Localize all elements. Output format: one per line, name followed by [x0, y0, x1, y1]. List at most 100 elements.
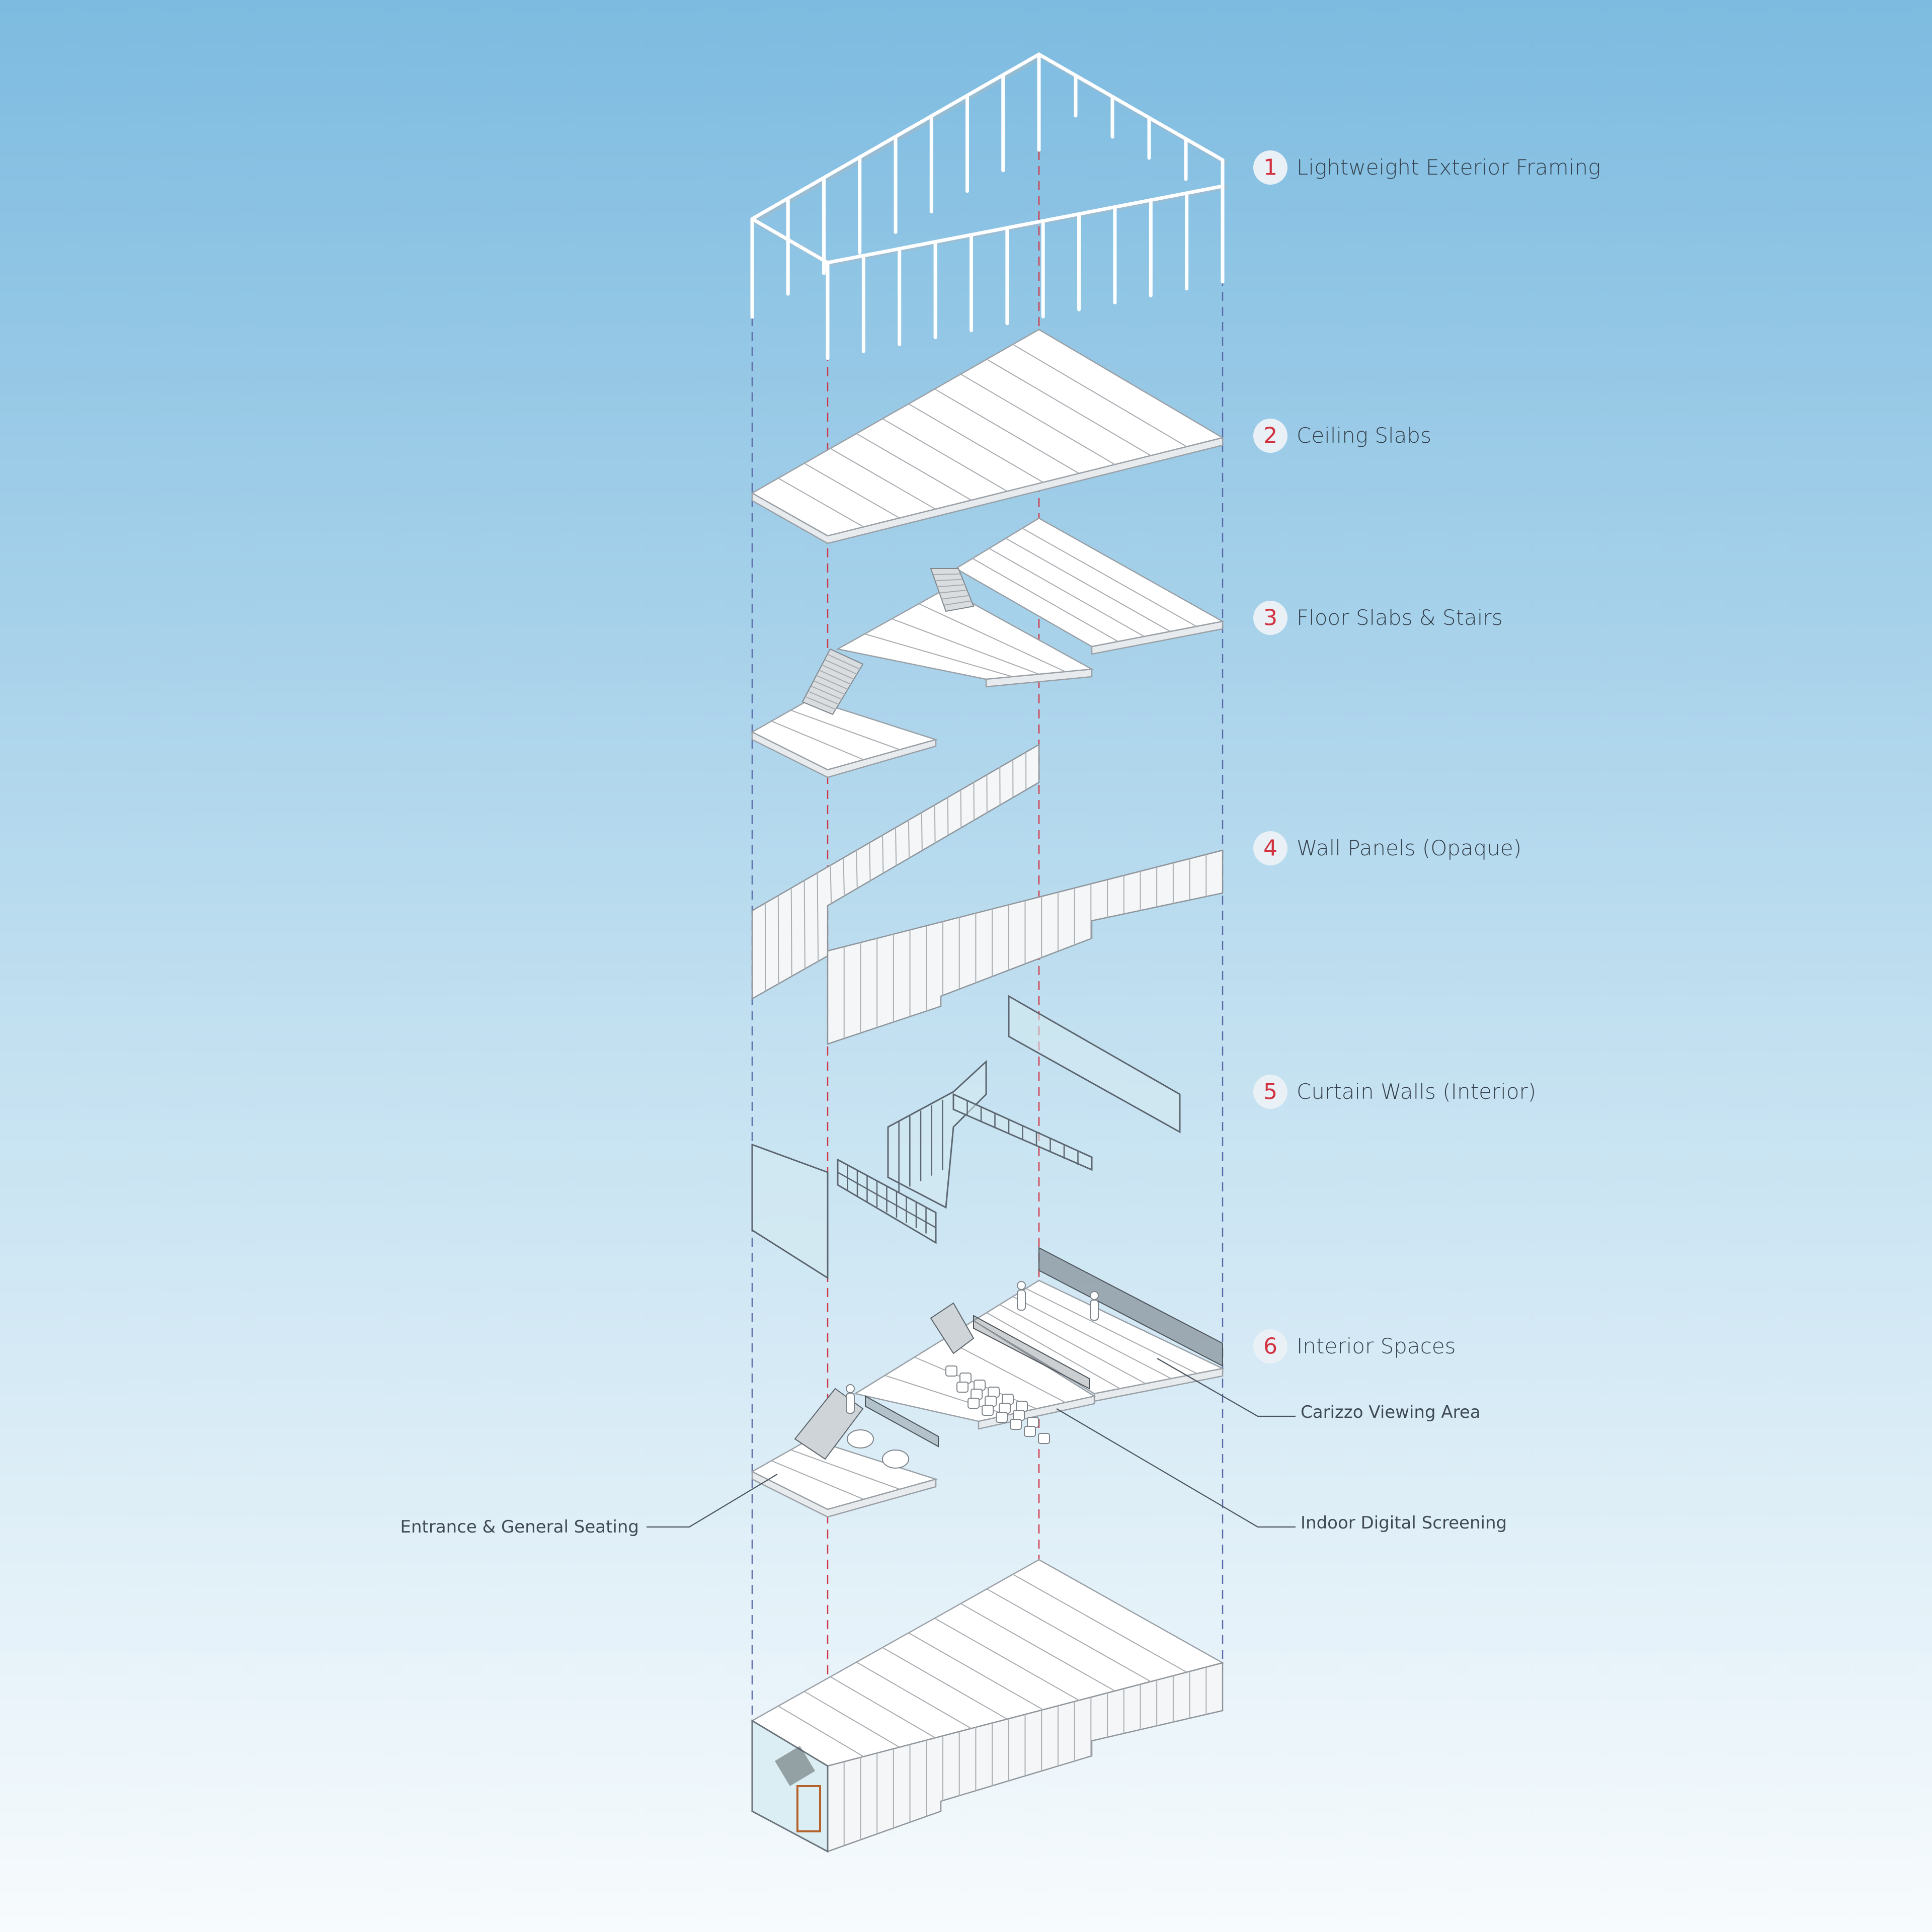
- layer-number-badge: [1253, 150, 1287, 185]
- stair-tread: [827, 654, 860, 670]
- layer-number: 5: [1263, 1079, 1277, 1105]
- space-callouts: Carizzo Viewing Area Indoor Digital Scre…: [400, 1402, 1507, 1537]
- wall-panel-rib: [882, 835, 884, 873]
- roof-seam: [986, 1588, 1151, 1682]
- wall-panel-rib: [777, 895, 779, 984]
- slab-seam: [771, 1460, 864, 1500]
- wall-panel-rib: [790, 888, 792, 977]
- layer-number-badge: [1253, 1075, 1287, 1109]
- layer-label-1: 1 Lightweight Exterior Framing: [1253, 150, 1600, 185]
- layer-title: Lightweight Exterior Framing: [1297, 155, 1600, 180]
- slab-seam: [908, 403, 1043, 483]
- layer-number-badge: [1253, 601, 1287, 635]
- layer-number: 6: [1263, 1334, 1277, 1359]
- callout-indoor-digital-screening: Indoor Digital Screening: [1301, 1513, 1507, 1533]
- slab-seam: [1012, 1296, 1172, 1379]
- slab-seam: [1025, 1288, 1197, 1374]
- stair-tread: [813, 680, 845, 695]
- slab-seam: [986, 359, 1151, 456]
- wall-panel-rib: [803, 880, 806, 969]
- stair-tread: [939, 589, 968, 594]
- entrance-door: [796, 1785, 821, 1832]
- roof-seam: [778, 1706, 864, 1757]
- slab-seam: [943, 1338, 1066, 1403]
- slab-seam: [830, 448, 936, 510]
- slab-seam: [934, 388, 1080, 474]
- slab-seam: [790, 709, 900, 750]
- wall-panel-rib: [830, 865, 832, 904]
- slab-seam: [972, 558, 1118, 642]
- layer-6-interior-spaces: [751, 1247, 1225, 1518]
- assembled-building: [751, 1559, 1225, 1853]
- slab-seam: [892, 618, 1039, 675]
- lounge-chair: [847, 1429, 874, 1448]
- screening-seat: [1038, 1433, 1050, 1444]
- stair-tread: [935, 579, 963, 582]
- stair-tread: [819, 670, 851, 685]
- stair-tread: [816, 675, 848, 690]
- stair-tread: [824, 659, 857, 675]
- slab-seam: [856, 433, 972, 501]
- stair-tread: [933, 573, 961, 576]
- person-head: [846, 1384, 855, 1393]
- stair-tread: [822, 664, 854, 680]
- layer-2-ceiling-slabs: [751, 329, 1225, 544]
- screening-seat: [996, 1412, 1008, 1423]
- layer-title: Curtain Walls (Interior): [1297, 1079, 1536, 1104]
- person-head: [1090, 1291, 1099, 1300]
- slab-seam: [771, 720, 864, 760]
- slab-seam: [960, 373, 1115, 465]
- person-body: [846, 1393, 855, 1414]
- layer-label-3: 3 Floor Slabs & Stairs: [1253, 601, 1503, 635]
- slab-seam: [999, 1304, 1146, 1384]
- layer-number-badge: [1253, 419, 1287, 453]
- screening-seat: [945, 1365, 957, 1377]
- screening-seat: [1010, 1419, 1022, 1430]
- callout-carizzo-viewing-area: Carizzo Viewing Area: [1301, 1402, 1481, 1422]
- layer-number-badge: [1253, 1329, 1287, 1363]
- slab-seam: [1012, 344, 1187, 447]
- person-body: [1017, 1290, 1026, 1311]
- curtain-transom: [837, 1171, 936, 1229]
- screening-seat: [968, 1398, 980, 1409]
- roof-seam: [908, 1632, 1043, 1711]
- person-head: [1017, 1281, 1026, 1290]
- roof-seam: [830, 1676, 936, 1738]
- layer-title: Ceiling Slabs: [1297, 423, 1431, 448]
- layer-label-4: 4 Wall Panels (Opaque): [1253, 831, 1521, 865]
- slab-seam: [1022, 528, 1197, 627]
- stair-tread: [937, 584, 965, 588]
- slab-seam: [804, 463, 900, 519]
- stair-tread: [943, 600, 972, 606]
- slab-seam: [986, 1312, 1120, 1389]
- roof-seam: [856, 1661, 972, 1729]
- layer-labels: 1 Lightweight Exterior Framing 2 Ceiling…: [1253, 150, 1600, 1363]
- wall-panel-rib: [856, 850, 858, 889]
- layer-number: 2: [1263, 423, 1277, 449]
- building-stair-view: [775, 1746, 815, 1786]
- lounge-chair: [882, 1450, 909, 1469]
- layer-title: Wall Panels (Opaque): [1297, 836, 1521, 860]
- layer-5-curtain-walls: [751, 995, 1181, 1279]
- wall-panel-rib: [843, 857, 845, 896]
- layer-4-wall-panels: [751, 743, 1224, 1045]
- slab-seam: [882, 418, 1008, 492]
- stair-tread: [805, 696, 836, 710]
- slab-seam: [864, 633, 1013, 677]
- stair-tread: [941, 595, 970, 600]
- roof-seam: [934, 1618, 1080, 1701]
- stair-tread: [808, 691, 839, 705]
- interior-upper-stair: [930, 1302, 975, 1354]
- wall-panel-rib: [869, 842, 871, 881]
- layer-label-2: 2 Ceiling Slabs: [1253, 419, 1431, 453]
- slab-seam: [778, 477, 864, 528]
- roof-seam: [1012, 1574, 1187, 1673]
- stair-tread: [811, 685, 842, 700]
- layer-3-floor-slabs-stairs: [751, 517, 1225, 778]
- upper-stair: [930, 568, 975, 612]
- layer-number: 3: [1263, 605, 1277, 631]
- callout-leaders: [647, 1358, 1296, 1528]
- slab-seam: [918, 603, 1066, 672]
- roof-seam: [960, 1603, 1115, 1692]
